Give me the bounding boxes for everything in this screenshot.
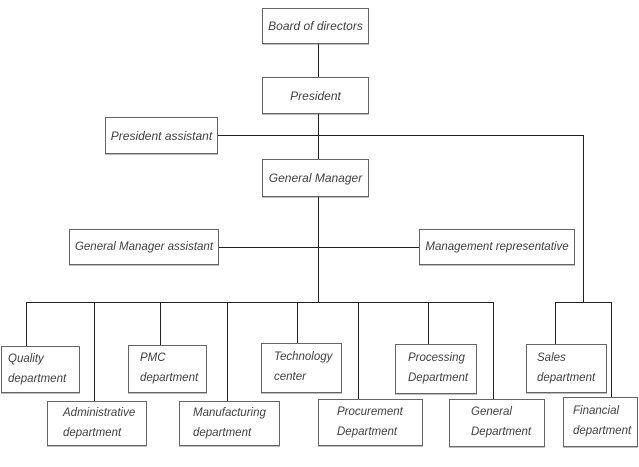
edge-stub-procurement — [358, 302, 359, 400]
edge-stub-processing — [428, 302, 429, 345]
node-pmc-department: PMC department — [128, 345, 207, 393]
edge-stub-pmc — [160, 302, 161, 346]
node-manufacturing-department: Manufacturing department — [179, 401, 280, 446]
node-administrative-department-label: Administrative department — [63, 406, 136, 439]
edge-right-branch-down — [583, 135, 584, 303]
node-general-manager-assistant: General Manager assistant — [69, 229, 219, 265]
node-manufacturing-department-label: Manufacturing department — [193, 406, 266, 439]
node-general-manager: General Manager — [262, 159, 369, 197]
node-president-label: President — [290, 88, 341, 103]
node-pmc-department-label: PMC department — [140, 352, 199, 384]
node-processing-department-label: Processing Department — [408, 352, 469, 384]
node-board-of-directors: Board of directors — [262, 8, 369, 44]
edge-stub-administrative — [94, 302, 95, 402]
node-sales-department-label: Sales department — [537, 351, 596, 384]
node-board-of-directors-label: Board of directors — [268, 19, 363, 33]
node-president: President — [262, 77, 369, 114]
edge-stub-technology — [297, 302, 298, 344]
node-management-representative-label: Management representative — [425, 241, 569, 253]
edge-president-assistant-branch — [218, 135, 584, 136]
node-technology-center: Technology center — [261, 343, 342, 393]
node-general-manager-assistant-label: General Manager assistant — [74, 241, 214, 253]
node-sales-department: Sales department — [526, 344, 607, 393]
node-general-department: General Department — [449, 399, 545, 447]
node-quality-department: Quality department — [1, 346, 80, 393]
node-procurement-department-label: Procurement Department — [337, 405, 403, 438]
node-president-assistant: President assistant — [105, 117, 218, 154]
node-general-manager-label: General Manager — [268, 171, 363, 185]
edge-general-manager-trunk — [318, 196, 319, 303]
edge-department-bus — [26, 302, 494, 303]
node-processing-department: Processing Department — [395, 344, 477, 394]
edge-board-president — [318, 44, 319, 78]
node-quality-department-label: Quality department — [8, 352, 67, 385]
edge-stub-financial — [611, 302, 612, 398]
node-procurement-department: Procurement Department — [318, 399, 423, 446]
node-financial-department-label: Financial department — [573, 405, 632, 437]
node-administrative-department: Administrative department — [47, 401, 147, 446]
edge-stub-quality — [26, 302, 27, 347]
edge-gm-assistant-management-rep — [219, 247, 419, 248]
edge-stub-general — [493, 302, 494, 400]
edge-right-group-bus — [555, 302, 612, 303]
node-financial-department: Financial department — [563, 397, 638, 447]
edge-stub-manufacturing — [227, 302, 228, 402]
node-president-assistant-label: President assistant — [110, 128, 213, 143]
edge-stub-sales — [555, 302, 556, 347]
node-technology-center-label: Technology center — [274, 351, 333, 383]
node-general-department-label: General Department — [471, 406, 532, 438]
node-management-representative: Management representative — [419, 229, 575, 265]
edge-president-general-manager — [318, 113, 319, 160]
